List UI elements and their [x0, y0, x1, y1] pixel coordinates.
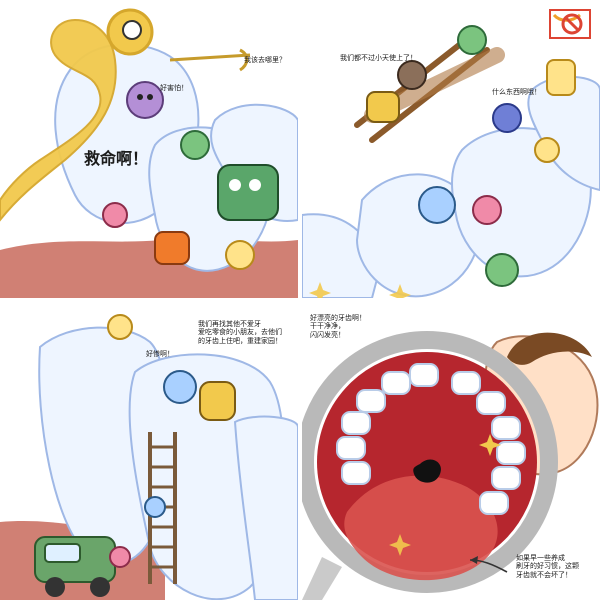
panel-2-illustration: [302, 0, 600, 298]
panel-1: 好害怕！ 我该去哪里？ 救命啊！: [0, 0, 298, 298]
panel-1-where-go-text: 我该去哪里？: [244, 56, 286, 64]
panel-4-illustration: [302, 302, 600, 600]
panel-divider-horizontal: [0, 298, 600, 302]
panel-4-clean-teeth-text: 好漂亮的牙齿啊！ 干干净净， 闪闪发亮！: [310, 314, 366, 339]
panel-2-cant-beat-text: 我们都不过小天使上了！: [340, 54, 417, 62]
panel-4: 好漂亮的牙齿啊！ 干干净净， 闪闪发亮！ 如果早一些养成 刷牙的好习惯，这颗 牙…: [302, 302, 600, 600]
panel-1-help-text: 救命啊！: [84, 149, 149, 168]
panel-4-habit-text: 如果早一些养成 刷牙的好习惯，这颗 牙齿就不会坏了！: [516, 554, 579, 579]
panel-2-what-is-it-text: 什么东西啊哦！: [492, 88, 541, 96]
panel-2: 我们都不过小天使上了！ 什么东西啊哦！: [302, 0, 600, 298]
panel-1-scared-text: 好害怕！: [160, 84, 188, 92]
panel-3-message-text: 我们再找其他不爱牙 爱吃零食的小朋友，去他们 的牙齿上住吧，重建家园！: [198, 320, 282, 345]
panel-3-cried-text: 好惨啊！: [146, 350, 174, 358]
panel-3: 好惨啊！ 我们再找其他不爱牙 爱吃零食的小朋友，去他们 的牙齿上住吧，重建家园！: [0, 302, 298, 600]
panel-3-illustration: [0, 302, 298, 600]
panel-1-illustration: [0, 0, 298, 298]
